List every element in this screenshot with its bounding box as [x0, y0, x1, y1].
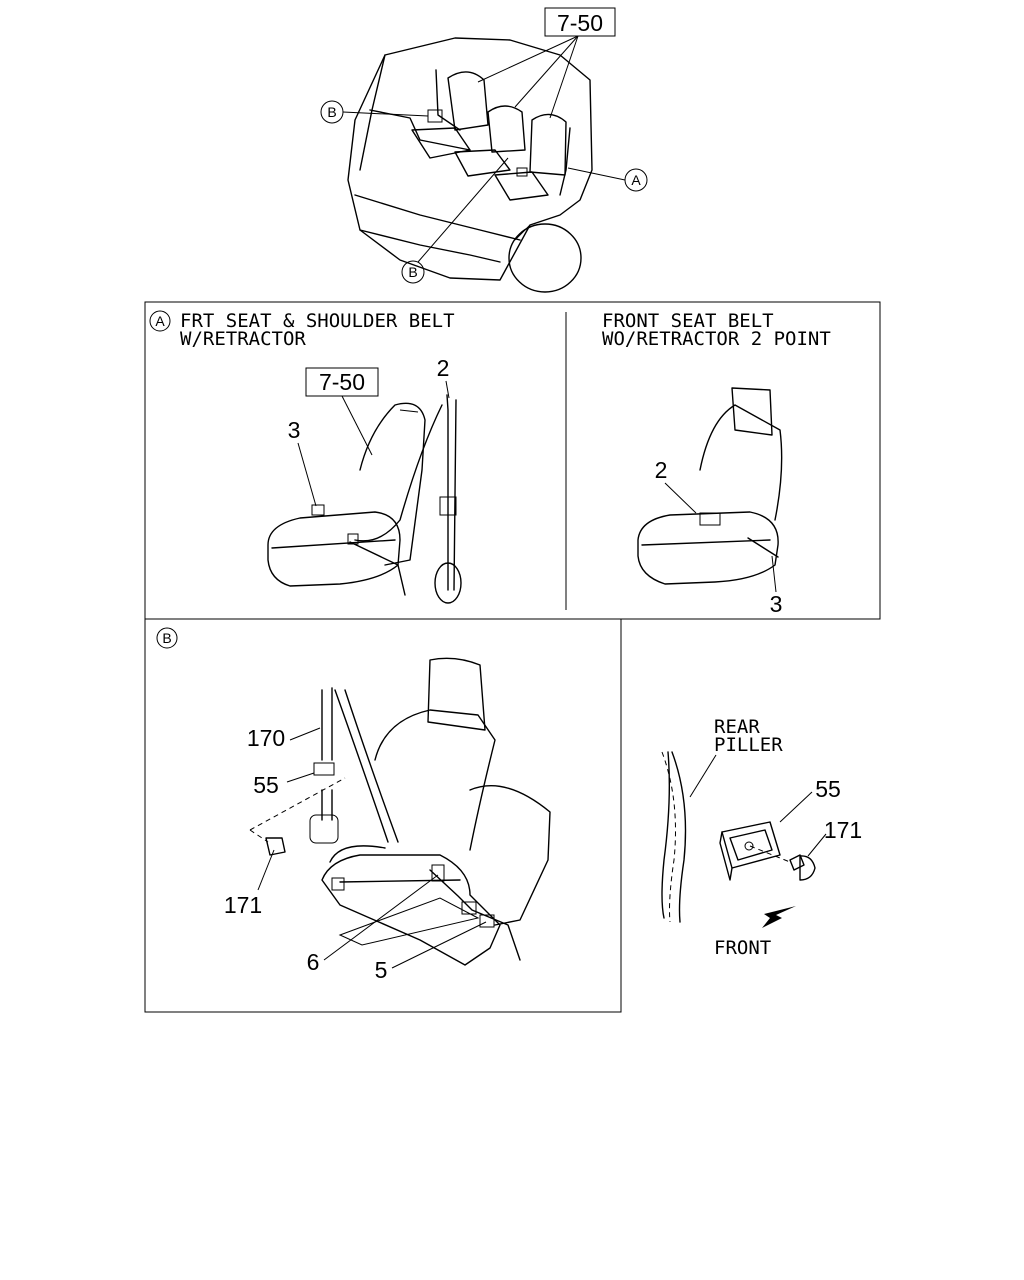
panel-b-part-5: 5	[375, 957, 388, 983]
panel-front: FRONT SEAT BELT WO/RETRACTOR 2 POINT 2 3	[602, 310, 831, 617]
panel-b: B 170 55 171 6 5	[156, 627, 551, 983]
panel-a-circle: A	[155, 313, 165, 329]
panel-b-part-55: 55	[253, 772, 279, 798]
detail-part-171: 171	[824, 817, 862, 843]
panel-b-circle: B	[162, 630, 171, 646]
panel-front-title-line1: FRONT SEAT BELT	[602, 310, 774, 332]
front-arrow-icon	[762, 906, 796, 928]
panel-a-ref-label: 7-50	[319, 369, 365, 395]
panel-a-title-line2: W/RETRACTOR	[180, 328, 306, 350]
panel-b-part-171: 171	[224, 892, 262, 918]
panel-b-frame	[144, 618, 622, 1013]
panel-b-part-170: 170	[247, 725, 285, 751]
cab-overview: 7-50 A B B	[320, 7, 648, 293]
rear-pillar-detail: REAR PILLER 55 171 FRONT	[661, 716, 862, 959]
detail-label-line2: PILLER	[714, 734, 783, 756]
detail-part-55: 55	[815, 776, 841, 802]
panel-a: A FRT SEAT & SHOULDER BELT W/RETRACTOR 7…	[149, 310, 462, 604]
detail-front-label: FRONT	[714, 937, 771, 959]
overview-callout-b-upper: B	[327, 104, 336, 120]
panel-b-part-6: 6	[307, 949, 320, 975]
panel-front-title-line2: WO/RETRACTOR 2 POINT	[602, 328, 831, 350]
overview-ref-label: 7-50	[557, 10, 603, 36]
panel-a-title-line1: FRT SEAT & SHOULDER BELT	[180, 310, 455, 332]
panel-a-part-2: 2	[437, 355, 450, 381]
overview-callout-a: A	[631, 172, 641, 188]
overview-callout-b-lower: B	[408, 264, 417, 280]
panel-a-part-3: 3	[288, 417, 301, 443]
panel-front-part-2: 2	[655, 457, 668, 483]
detail-label-line1: REAR	[714, 716, 760, 738]
panel-front-part-3: 3	[770, 591, 783, 617]
